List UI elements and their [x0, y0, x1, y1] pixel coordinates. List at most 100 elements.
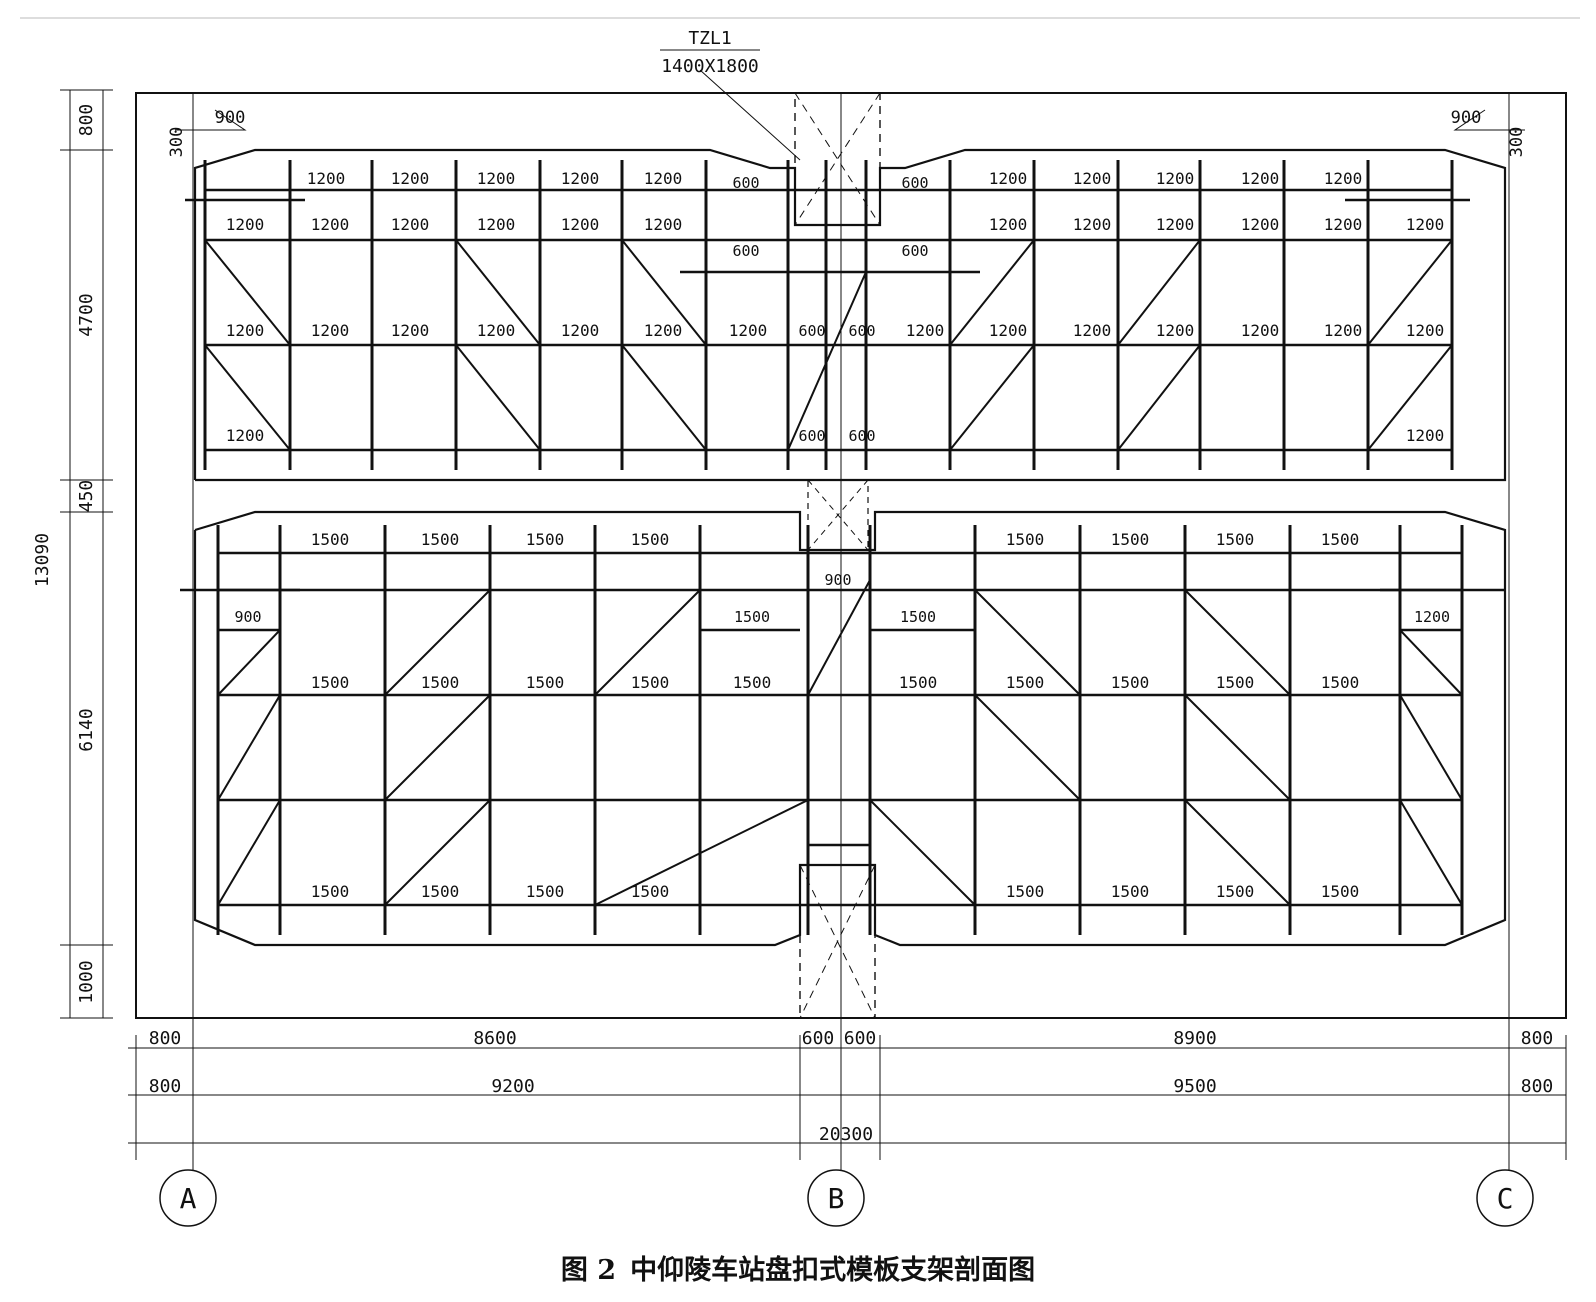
lower-spacing-label: 1500	[1111, 673, 1150, 692]
axis-bubble-a-label: A	[180, 1182, 197, 1215]
upper-spacing-label: 1200	[1241, 169, 1280, 188]
upper-brace	[1367, 239, 1453, 346]
lower-brace	[217, 799, 281, 906]
upper-spacing-label: 1200	[477, 215, 516, 234]
upper-beam-spacing: 600	[732, 242, 759, 260]
dim-width-row1: 8600	[473, 1028, 516, 1049]
lower-brace	[1184, 589, 1291, 696]
lower-spacing-label: 1500	[421, 530, 460, 549]
lower-brace	[594, 589, 701, 696]
structure-outline	[20, 17, 1580, 1180]
lower-spacing-label: 1500	[1216, 882, 1255, 901]
upper-spacing-label: 1200	[1406, 215, 1445, 234]
lower-spacing-label: 1500	[1006, 673, 1045, 692]
dim-width-row1: 800	[149, 1028, 182, 1049]
upper-spacing-label: 1200	[989, 321, 1028, 340]
upper-spacing-label: 1200	[729, 321, 768, 340]
lower-spacing-label: 1500	[1321, 673, 1360, 692]
upper-spacing-label: 1200	[391, 215, 430, 234]
dim-width-row2: 800	[149, 1076, 182, 1097]
upper-spacing-label: 1200	[1156, 169, 1195, 188]
lower-brace	[1184, 694, 1291, 801]
upper-spacing-label: 1200	[391, 321, 430, 340]
upper-spacing-label: 1200	[307, 169, 346, 188]
haunch-width: 900	[1451, 108, 1482, 128]
lower-brace	[1399, 629, 1463, 696]
upper-brace	[949, 344, 1035, 451]
upper-spacing-label: 1200	[561, 215, 600, 234]
lower-spacing-label: 1500	[733, 673, 772, 692]
upper-brace	[621, 344, 707, 451]
upper-beam-spacing: 600	[732, 174, 759, 192]
upper-spacing-label: 1200	[1241, 321, 1280, 340]
lower-spacing-label: 1500	[1006, 882, 1045, 901]
upper-spacing-label: 1200	[1324, 321, 1363, 340]
dim-width-row1: 600	[802, 1028, 835, 1049]
lower-spacing-label: 1500	[1006, 530, 1045, 549]
dim-height-segment: 800	[76, 104, 97, 137]
lower-spacing-label: 1500	[1321, 530, 1360, 549]
upper-brace	[949, 239, 1035, 346]
upper-center-spacing: 600	[798, 427, 825, 445]
upper-brace	[1117, 239, 1201, 346]
lower-spacing-label: 1500	[421, 673, 460, 692]
upper-spacing-label: 1200	[1324, 215, 1363, 234]
lower-center-spacing: 900	[824, 571, 851, 589]
upper-spacing-label: 1200	[644, 215, 683, 234]
lower-spacing-label: 1500	[631, 673, 670, 692]
upper-beam-spacing: 600	[901, 242, 928, 260]
axis-bubble-b-label: B	[828, 1182, 845, 1215]
dim-width-row2: 800	[1521, 1076, 1554, 1097]
lower-edge-spacing: 1200	[1414, 608, 1450, 626]
upper-spacing-label: 1200	[1406, 321, 1445, 340]
lower-spacing-label: 1500	[311, 882, 350, 901]
axis-bubble-c: C	[1476, 1169, 1534, 1227]
dim-width-row2: 9200	[491, 1076, 534, 1097]
lower-brace	[1399, 694, 1463, 801]
upper-spacing-label: 1200	[906, 321, 945, 340]
upper-center-spacing: 600	[798, 322, 825, 340]
haunch-height: 300	[1507, 127, 1527, 158]
axis-bubble-b: B	[807, 1169, 865, 1227]
dim-width-row1: 800	[1521, 1028, 1554, 1049]
lower-edge-spacing: 900	[234, 608, 261, 626]
axis-bubble-c-label: C	[1497, 1182, 1514, 1215]
upper-spacing-label: 1200	[477, 169, 516, 188]
dim-width-total: 20300	[819, 1124, 873, 1145]
upper-spacing-label: 1200	[1073, 169, 1112, 188]
lower-brace	[384, 694, 491, 801]
lower-spacing-label: 1500	[421, 882, 460, 901]
upper-brace	[1117, 344, 1201, 451]
lower-brace	[217, 694, 281, 801]
lower-spacing-label: 1500	[526, 882, 565, 901]
upper-spacing-label: 1200	[391, 169, 430, 188]
lower-ledger-lines	[180, 551, 1505, 907]
dim-height-segment: 4700	[76, 293, 97, 336]
lower-brace	[807, 579, 871, 696]
lower-brace	[384, 799, 491, 906]
dim-height-segment: 6140	[76, 708, 97, 751]
haunch-width: 900	[215, 108, 246, 128]
upper-spacing-label: 1200	[1156, 215, 1195, 234]
upper-spacing-label: 1200	[311, 321, 350, 340]
lower-spacing-label: 1500	[311, 530, 350, 549]
upper-brace	[204, 344, 291, 451]
lower-diagonal-braces	[217, 579, 1463, 906]
lower-brace	[974, 694, 1081, 801]
lower-spacing-label: 1500	[631, 530, 670, 549]
lower-brace	[1399, 799, 1463, 906]
upper-center-spacing: 600	[848, 427, 875, 445]
upper-spacing-label: 1200	[477, 321, 516, 340]
upper-spacing-label: 1200	[1156, 321, 1195, 340]
lower-spacing-label: 1500	[526, 530, 565, 549]
upper-brace	[787, 271, 867, 451]
lower-spacing-label: 1500	[1216, 673, 1255, 692]
lower-brace	[1184, 799, 1291, 906]
axis-bubble-a: A	[159, 1169, 217, 1227]
lower-brace	[384, 589, 491, 696]
upper-brace	[1367, 344, 1453, 451]
lower-beam-spacing: 1500	[900, 608, 936, 626]
upper-spacing-label: 1200	[1324, 169, 1363, 188]
